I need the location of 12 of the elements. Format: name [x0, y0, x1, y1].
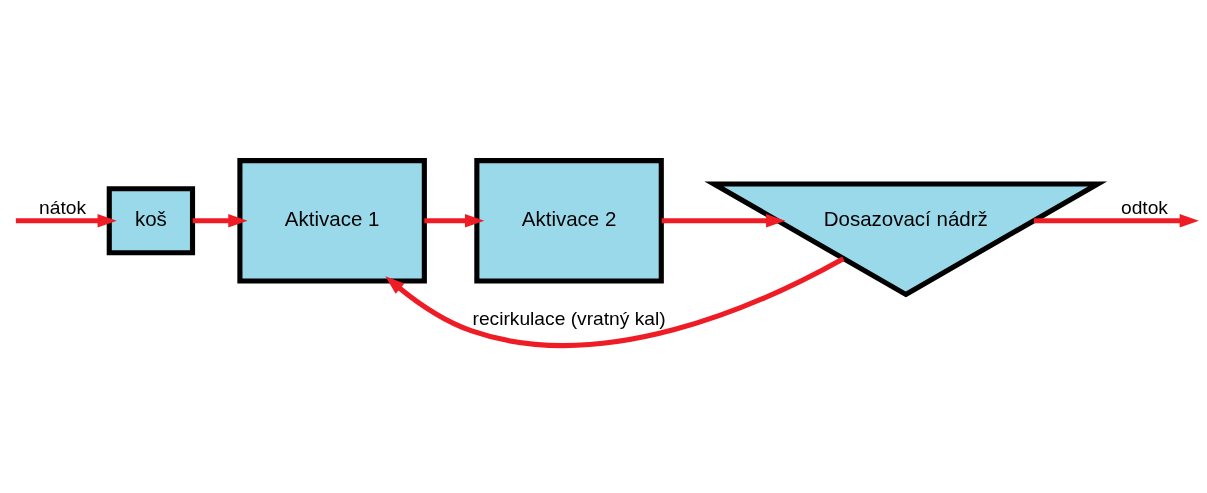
arrow — [424, 214, 485, 228]
node-box: koš — [106, 186, 196, 256]
edge-label: nátok — [39, 197, 87, 219]
arrow — [15, 214, 117, 228]
arrow — [661, 214, 786, 228]
edge-label: recirkulace (vratný kal) — [472, 307, 666, 329]
arrow — [192, 214, 248, 228]
node-box: Aktivace 1 — [237, 158, 427, 284]
arrow — [385, 256, 845, 348]
arrow — [1033, 214, 1199, 228]
node-box: Aktivace 2 — [474, 158, 664, 284]
edge-label: odtok — [1120, 197, 1168, 219]
